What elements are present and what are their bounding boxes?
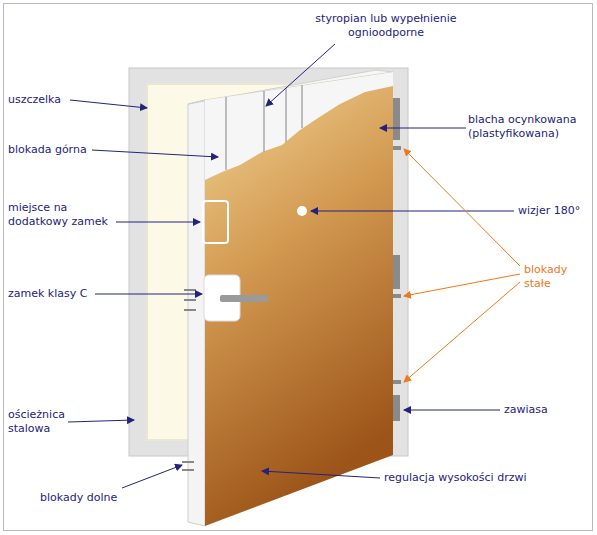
part-label: uszczelka — [8, 93, 61, 107]
part-label: blokada górna — [8, 143, 87, 157]
material-label: blacha ocynkowana (plastyfikowana) — [468, 113, 592, 141]
part-label: wizjer 180° — [518, 204, 580, 218]
part-label: miejsce na dodatkowy zamek — [8, 201, 113, 229]
part-label: blokady dolne — [40, 491, 117, 505]
part-label: regulacja wysokości drzwi — [384, 471, 526, 485]
material-label: styropian lub wypełnienie ognioodporne — [296, 12, 476, 40]
part-label: zawiasa — [504, 403, 548, 417]
part-label: ościeżnica stalowa — [8, 408, 68, 436]
part-label: blokady stałe — [524, 263, 586, 291]
part-label: zamek klasy C — [8, 287, 87, 301]
